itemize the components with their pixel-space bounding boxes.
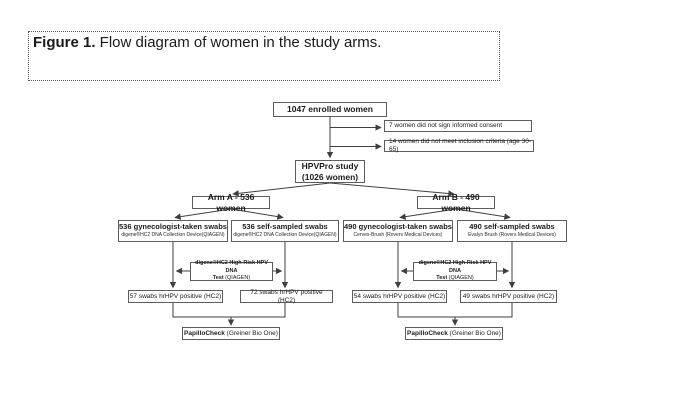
node-exclusion-consent: 7 women did not sign informed consent: [384, 120, 532, 132]
arm-a-test-line1: digene®HC2 High-Risk HPV DNA: [195, 260, 268, 274]
figure-caption-label: Figure 1.: [33, 34, 96, 51]
arm-b-test-line1: digene®HC2 High-Risk HPV DNA: [418, 260, 492, 274]
node-exclusion-criteria: 14 women did not meet inclusion criteria…: [384, 138, 534, 153]
arm-a-gyn-title: 536 gynecologist-taken swabs: [119, 222, 227, 232]
arm-b-papillocheck-rest: (Greiner Bio One): [447, 329, 501, 337]
connector-a-merge: [172, 303, 286, 318]
arm-b-test-line2: Test (QIAGEN): [436, 275, 474, 282]
node-study: HPVPro study (1026 women): [295, 160, 365, 183]
arm-b-papillocheck-label: PapilloCheck (Greiner Bio One): [407, 330, 501, 338]
node-enrolled: 1047 enrolled women: [273, 102, 387, 117]
arm-a-self-positive-label: 72 swabs hrHPV positive (HC2): [250, 288, 323, 304]
study-name: HPVPro study: [301, 161, 359, 172]
arm-b-papillocheck-bold: PapilloCheck: [407, 329, 448, 337]
arm-a-gyn-device: digene®HC2 DNA Collection Device(QIAGEN): [121, 232, 225, 239]
node-arm-b-hc2-test: digene®HC2 High-Risk HPV DNA Test (QIAGE…: [413, 260, 497, 282]
node-arm-b-self-positive: 49 swabs hrHPV positive (HC2): [460, 290, 557, 303]
node-enrolled-label: 1047 enrolled women: [287, 104, 373, 115]
node-arm-b: Arm B - 490 women: [417, 192, 495, 213]
arm-b-self-title: 490 self-sampled swabs: [469, 222, 555, 232]
arm-a-label: Arm A - 536 women: [207, 192, 255, 213]
arm-a-papillocheck-label: PapilloCheck (Greiner Bio One): [184, 330, 278, 338]
arm-b-gyn-positive-label: 54 swabs hrHPV positive (HC2): [353, 292, 446, 300]
arm-b-gyn-title: 490 gynecologist-taken swabs: [344, 222, 452, 232]
node-arm-a: Arm A - 536 women: [192, 192, 270, 213]
node-arm-b-gyn-swabs: 490 gynecologist-taken swabs Cervex-Brus…: [343, 220, 453, 242]
arm-a-papillocheck-rest: (Greiner Bio One): [224, 329, 278, 337]
arm-b-test-rest: (QIAGEN): [447, 275, 474, 282]
arm-b-self-positive-label: 49 swabs hrHPV positive (HC2): [462, 292, 555, 300]
node-arm-a-papillocheck: PapilloCheck (Greiner Bio One): [182, 327, 280, 340]
exclusion-criteria-label: 14 women did not meet inclusion criteria…: [389, 138, 531, 153]
arm-b-gyn-device: Cervex-Brush (Rovers Medical Devices): [353, 232, 443, 239]
arm-b-test-bold: Test: [436, 275, 448, 282]
node-arm-a-self-swabs: 536 self-sampled swabs digene®HC2 DNA Co…: [231, 220, 339, 242]
arm-b-label: Arm B - 490 women: [432, 192, 480, 213]
node-arm-a-self-positive: 72 swabs hrHPV positive (HC2): [240, 288, 333, 304]
arm-a-test-line2: Test (QIAGEN): [213, 275, 251, 282]
arm-a-test-rest: (QIAGEN): [223, 275, 251, 282]
arm-a-papillocheck-bold: PapilloCheck: [184, 329, 225, 337]
exclusion-consent-label: 7 women did not sign informed consent: [389, 122, 503, 130]
study-count: (1026 women): [301, 171, 359, 182]
figure-caption-text: Flow diagram of women in the study arms.: [95, 34, 382, 51]
node-arm-b-gyn-positive: 54 swabs hrHPV positive (HC2): [352, 290, 447, 303]
arm-a-self-device: digene®HC2 DNA Collection Device(QIAGEN): [233, 232, 337, 239]
node-arm-b-self-swabs: 490 self-sampled swabs Evalyn Brush (Rov…: [457, 220, 567, 242]
arm-a-gyn-positive-label: 57 swabs hrHPV positive (HC2): [129, 292, 222, 300]
connector-b-merge: [397, 303, 513, 318]
figure-caption-box: Figure 1. Flow diagram of women in the s…: [28, 31, 500, 81]
arm-b-self-device: Evalyn Brush (Rovers Medical Devices): [468, 232, 556, 239]
node-arm-a-gyn-swabs: 536 gynecologist-taken swabs digene®HC2 …: [118, 220, 228, 242]
node-arm-a-gyn-positive: 57 swabs hrHPV positive (HC2): [128, 290, 223, 303]
node-arm-b-papillocheck: PapilloCheck (Greiner Bio One): [405, 327, 503, 340]
arm-a-test-bold: Test: [212, 275, 224, 282]
node-arm-a-hc2-test: digene®HC2 High-Risk HPV DNA Test (QIAGE…: [190, 260, 273, 282]
arm-a-self-title: 536 self-sampled swabs: [242, 222, 328, 232]
